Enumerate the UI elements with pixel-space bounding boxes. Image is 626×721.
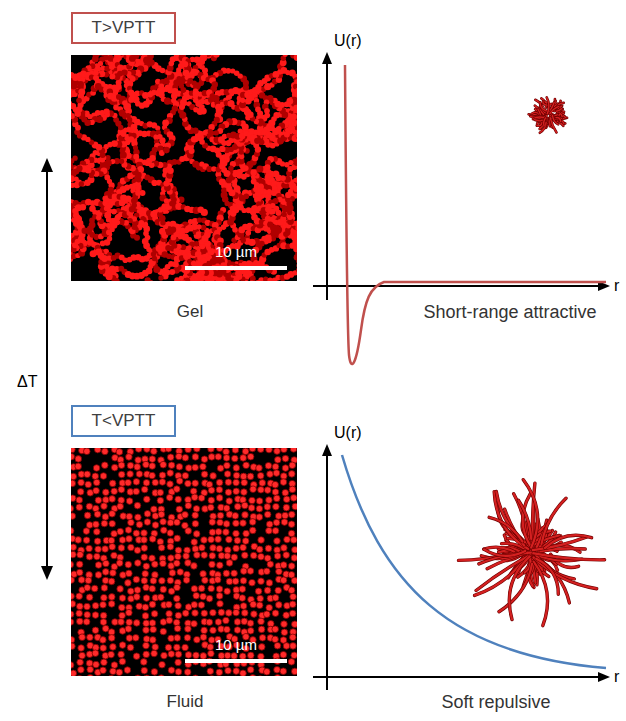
gel-particle [295, 88, 297, 94]
gel-particle [283, 55, 288, 57]
gel-particle [254, 138, 260, 144]
gel-particle [296, 267, 297, 272]
gel-particle [282, 212, 287, 217]
gel-particle [145, 277, 151, 281]
gel-particle [133, 55, 140, 59]
gel-particle [76, 98, 82, 104]
gel-particle [79, 181, 84, 186]
gel-particle [145, 160, 151, 166]
gel-particle [284, 162, 289, 167]
gel-particle [269, 208, 276, 215]
gel-clusters [71, 55, 297, 281]
gel-particle [259, 92, 265, 98]
gel-particle [249, 280, 255, 281]
gel-particle [201, 209, 208, 216]
gel-particle [73, 156, 78, 161]
gel-particle [244, 193, 250, 199]
gel-particle [163, 147, 170, 154]
gel-particle [296, 175, 297, 182]
gel-particle [155, 125, 160, 130]
gel-particle [158, 275, 163, 280]
gel-particle [123, 55, 128, 56]
gel-particle [200, 108, 207, 115]
gel-particle [240, 98, 245, 103]
gel-particle [71, 110, 72, 117]
gel-micrograph [71, 55, 297, 281]
gel-particle [219, 164, 224, 169]
gel-particle [71, 101, 72, 107]
gel-particle [294, 55, 297, 61]
gel-particle [297, 263, 298, 269]
gel-particle [213, 55, 220, 58]
gel-particle [71, 175, 75, 182]
gel-particle [109, 74, 115, 80]
